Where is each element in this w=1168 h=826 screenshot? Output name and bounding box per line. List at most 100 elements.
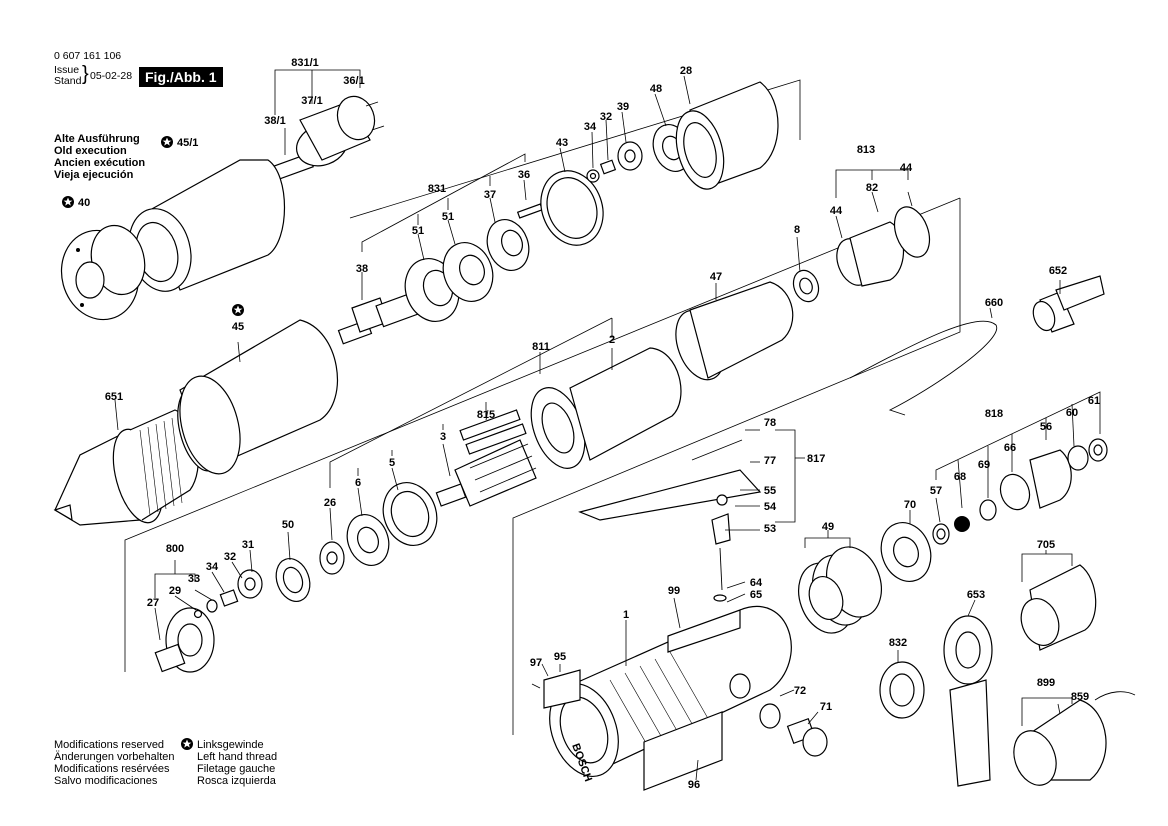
old-execution-note: Alte Ausführung Old execution Ancien exé… xyxy=(54,133,145,181)
part-37-disc xyxy=(486,219,530,271)
issue-label: Issue xyxy=(54,64,80,76)
part-832-ring xyxy=(879,661,925,719)
label-66: 66 xyxy=(1004,442,1016,454)
part-705-head xyxy=(1020,564,1097,651)
part-817-throttle xyxy=(578,439,762,602)
part-45-housing xyxy=(177,319,339,475)
label-6: 6 xyxy=(355,477,361,489)
label-29: 29 xyxy=(169,585,181,597)
label-97: 97 xyxy=(530,657,542,669)
label-31: 31 xyxy=(242,539,254,551)
label-818: 818 xyxy=(985,408,1003,420)
label-78: 78 xyxy=(764,417,776,429)
part-45-1-old-housing xyxy=(128,159,285,292)
part-40-star-icon xyxy=(62,196,74,208)
label-50: 50 xyxy=(282,519,294,531)
part-number: 0 607 161 106 xyxy=(54,50,122,62)
label-71: 71 xyxy=(820,701,832,713)
part-60-61-washers xyxy=(1067,438,1108,471)
label-3: 3 xyxy=(440,431,446,443)
part-45-star-icon xyxy=(232,304,244,316)
part-33-34-32-31-gears xyxy=(193,569,263,619)
label-831-1: 831/1 xyxy=(291,57,319,69)
assembly-frame-lines xyxy=(124,79,961,735)
label-33: 33 xyxy=(188,573,200,585)
label-48: 48 xyxy=(650,83,662,95)
modifications-de: Änderungen vorbehalten xyxy=(54,751,175,763)
label-95: 95 xyxy=(554,651,566,663)
left-thread-de: Linksgewinde xyxy=(197,739,264,751)
label-36: 36 xyxy=(518,169,530,181)
label-705: 705 xyxy=(1037,539,1055,551)
label-8: 8 xyxy=(794,224,800,236)
label-811: 811 xyxy=(532,341,550,353)
part-5-cylinder-cap xyxy=(382,482,438,546)
old-execution-de: Alte Ausführung xyxy=(54,133,140,145)
label-61: 61 xyxy=(1088,395,1100,407)
label-82: 82 xyxy=(866,182,878,194)
label-36-1: 36/1 xyxy=(343,75,364,87)
part-653-handle xyxy=(943,615,993,787)
label-45-1: 45/1 xyxy=(177,137,198,149)
label-53: 53 xyxy=(764,523,776,535)
part-3-rotor xyxy=(435,439,537,507)
part-8-bearing xyxy=(792,269,820,303)
label-832: 832 xyxy=(889,637,907,649)
part-99-label xyxy=(667,609,741,653)
part-813-valve xyxy=(836,206,931,287)
part-95-97-nameplate xyxy=(531,669,581,709)
label-653: 653 xyxy=(967,589,985,601)
part-26-gear xyxy=(319,541,345,575)
label-34b: 34 xyxy=(206,561,219,573)
part-38-spindle xyxy=(337,284,441,345)
label-96: 96 xyxy=(688,779,700,791)
part-72-71-plug xyxy=(759,703,828,757)
part-labels: 831/1 36/1 37/1 38/1 45/1 40 831 37 36 5… xyxy=(78,57,1100,791)
label-60: 60 xyxy=(1066,407,1078,419)
label-813: 813 xyxy=(857,144,875,156)
part-96-label xyxy=(643,711,723,791)
part-660-wire xyxy=(849,320,998,416)
label-899: 899 xyxy=(1037,677,1055,689)
label-72: 72 xyxy=(794,685,806,697)
part-34-32-39-small-parts xyxy=(586,141,643,183)
label-652: 652 xyxy=(1049,265,1067,277)
label-68: 68 xyxy=(954,471,966,483)
left-thread-en: Left hand thread xyxy=(197,751,278,763)
label-660: 660 xyxy=(985,297,1003,309)
part-6-bearing xyxy=(346,514,390,566)
label-32a: 32 xyxy=(600,111,612,123)
label-34a: 34 xyxy=(584,121,597,133)
label-32b: 32 xyxy=(224,551,236,563)
label-56: 56 xyxy=(1040,421,1052,433)
label-27: 27 xyxy=(147,597,159,609)
label-5: 5 xyxy=(389,457,395,469)
part-69-66-56-valve-parts xyxy=(979,449,1072,521)
label-51a: 51 xyxy=(412,225,424,237)
leader-lines xyxy=(114,69,1101,781)
part-36-pin xyxy=(516,203,544,219)
part-27-planet-carrier xyxy=(154,607,215,673)
label-99: 99 xyxy=(668,585,680,597)
part-831-1-old-motor xyxy=(270,95,385,182)
label-800: 800 xyxy=(166,543,184,555)
label-65: 65 xyxy=(750,589,762,601)
label-38-1: 38/1 xyxy=(264,115,285,127)
label-40: 40 xyxy=(78,197,90,209)
part-815-vanes xyxy=(459,409,527,455)
label-28: 28 xyxy=(680,65,692,77)
label-817: 817 xyxy=(807,453,825,465)
label-859: 859 xyxy=(1071,691,1089,703)
part-40-nut xyxy=(60,224,146,321)
label-54: 54 xyxy=(764,501,777,513)
part-47-sleeve xyxy=(675,281,794,381)
label-51b: 51 xyxy=(442,211,454,223)
part-651-chuck xyxy=(53,409,200,526)
label-39: 39 xyxy=(617,101,629,113)
left-thread-fr: Filetage gauche xyxy=(197,763,276,775)
left-thread-note: Linksgewinde Left hand thread Filetage g… xyxy=(197,739,277,787)
label-651: 651 xyxy=(105,391,123,403)
part-70-57-washers xyxy=(880,522,950,582)
part-2-cylinder xyxy=(530,347,682,469)
